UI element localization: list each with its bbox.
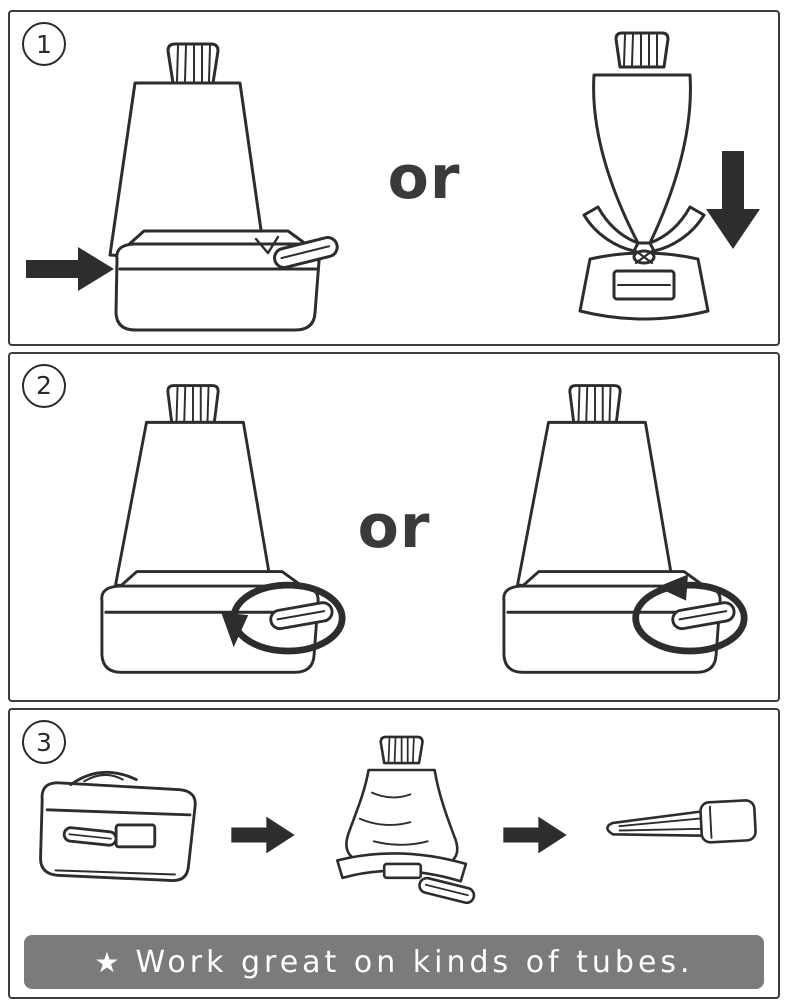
step-1-badge: 1 bbox=[22, 22, 66, 66]
crumpled-tube bbox=[345, 768, 459, 867]
squeezer-key bbox=[418, 876, 476, 904]
squeezer-key bbox=[62, 826, 118, 847]
clamp-arm-left bbox=[582, 205, 640, 253]
footer-text: Work great on kinds of tubes. bbox=[135, 944, 694, 980]
step-3-row bbox=[10, 722, 778, 937]
arrow-right-icon bbox=[503, 816, 567, 854]
step-1-panel: 1 bbox=[8, 10, 780, 346]
step2-left-illustration bbox=[100, 384, 346, 674]
step-3-panel: 3 bbox=[8, 708, 780, 999]
step3-right-illustration bbox=[606, 798, 757, 844]
step-3-badge: 3 bbox=[22, 720, 66, 765]
footer-banner: ★ Work great on kinds of tubes. bbox=[24, 935, 764, 989]
squeezer-slot bbox=[382, 862, 423, 879]
squeezer-lip bbox=[519, 570, 707, 589]
step1-right-illustration bbox=[578, 31, 760, 321]
step-2-panel: 2 bbox=[8, 351, 780, 703]
step-2-badge: 2 bbox=[22, 363, 66, 408]
squeezer-key-head bbox=[699, 798, 757, 844]
squeezer-slot bbox=[114, 823, 157, 849]
arrow-right-icon bbox=[26, 246, 114, 291]
step-1-number: 1 bbox=[36, 29, 52, 59]
step-3-number: 3 bbox=[36, 727, 52, 757]
step-1-row: or bbox=[10, 12, 778, 344]
toothpaste-tube bbox=[114, 420, 274, 595]
step-2-number: 2 bbox=[36, 371, 52, 401]
squeezer-lip bbox=[117, 570, 305, 589]
rolled-tube-curl bbox=[69, 770, 138, 786]
arrow-down-icon bbox=[706, 150, 760, 249]
step3-middle-illustration bbox=[335, 735, 476, 904]
squeezer-body bbox=[114, 242, 321, 332]
star-icon: ★ bbox=[94, 945, 120, 979]
step-2-row: or bbox=[10, 354, 778, 701]
or-label-2: or bbox=[357, 491, 431, 562]
toothpaste-tube bbox=[516, 420, 676, 595]
step2-right-illustration bbox=[502, 384, 748, 674]
squeezer-key bbox=[273, 235, 339, 269]
step3-left-illustration bbox=[39, 770, 197, 882]
toothpaste-tube bbox=[592, 73, 692, 245]
squeezer-key bbox=[671, 601, 736, 631]
clamp-arm-right bbox=[648, 205, 706, 253]
arrow-right-icon bbox=[231, 816, 295, 854]
rotate-arrow-icon bbox=[632, 581, 748, 655]
squeezer-key bbox=[269, 601, 334, 631]
or-label-1: or bbox=[387, 142, 461, 213]
step1-left-illustration bbox=[26, 42, 339, 332]
